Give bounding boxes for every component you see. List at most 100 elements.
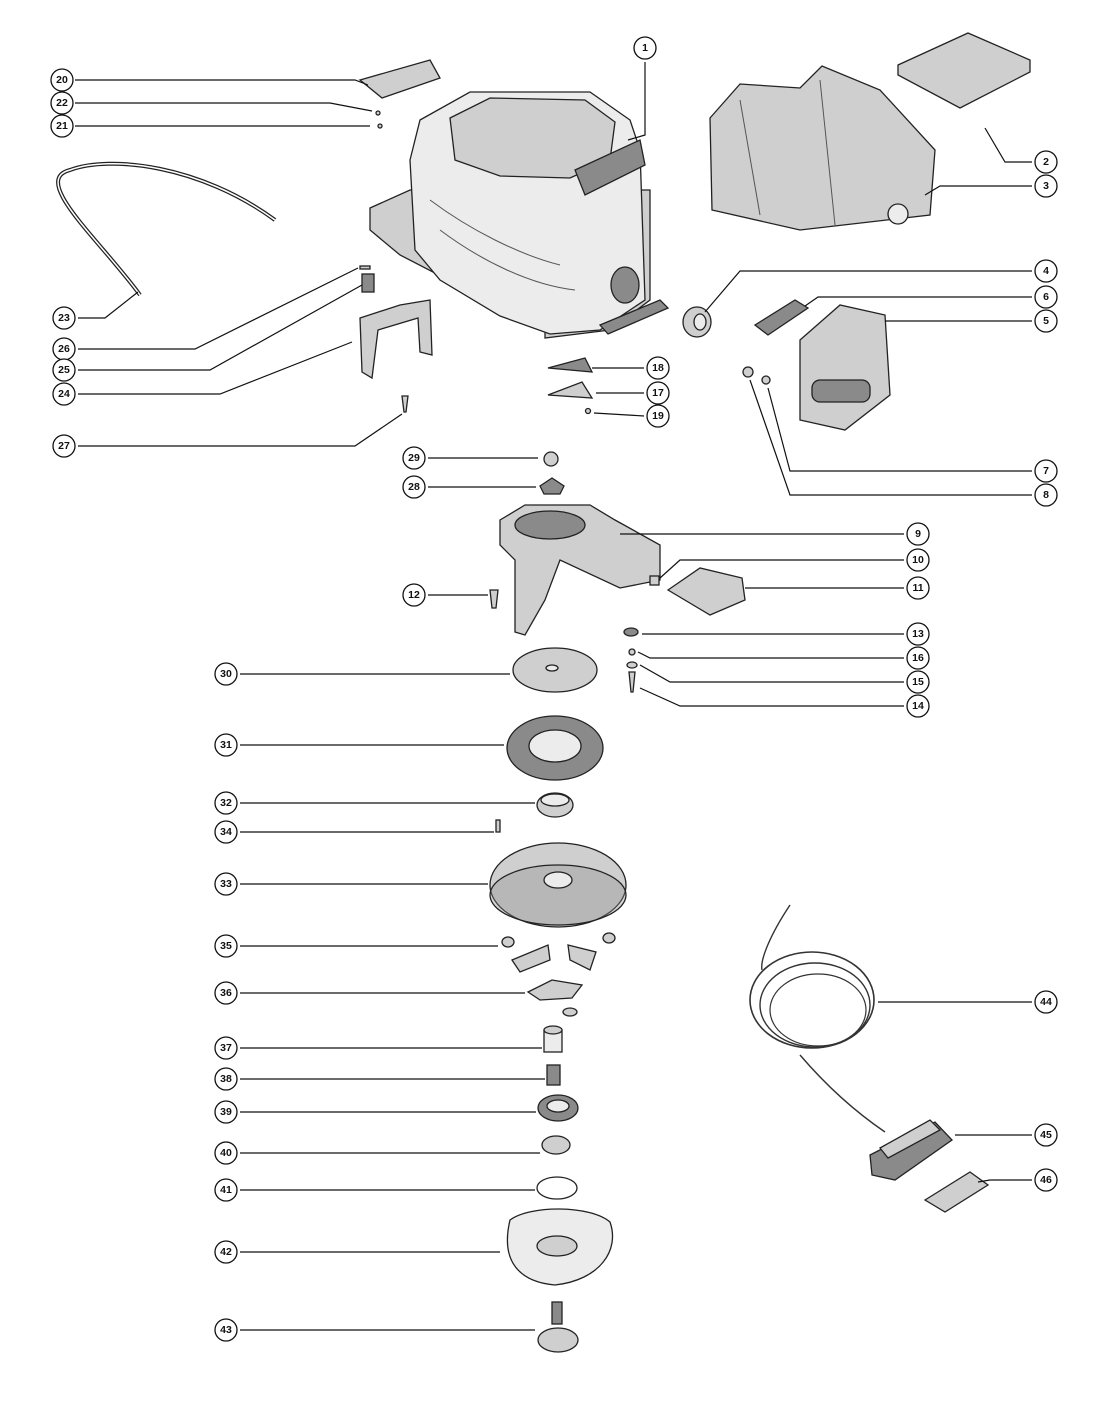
part-rope-handle [869, 1119, 953, 1181]
callout-40: 40 [214, 1141, 238, 1165]
svg-text:21: 21 [56, 120, 68, 132]
part-pin-21 [377, 123, 383, 129]
svg-text:11: 11 [912, 582, 923, 594]
part-starter-rope [749, 904, 886, 1133]
svg-text:37: 37 [220, 1042, 232, 1054]
part-pin-22 [375, 110, 381, 116]
part-pad-17 [547, 381, 594, 399]
svg-text:33: 33 [220, 878, 232, 890]
svg-text:2: 2 [1043, 156, 1049, 168]
svg-text:5: 5 [1043, 315, 1049, 327]
callout-7: 7 [1034, 459, 1058, 483]
part-top-panel [897, 32, 1031, 109]
part-disc-30 [512, 647, 598, 693]
svg-text:17: 17 [652, 387, 664, 399]
svg-text:46: 46 [1040, 1174, 1052, 1186]
part-front-cover [799, 304, 891, 431]
callout-42: 42 [214, 1240, 238, 1264]
callout-21: 21 [50, 114, 74, 138]
callout-19: 19 [646, 404, 670, 428]
callout-30: 30 [214, 662, 238, 686]
callout-3: 3 [1034, 174, 1058, 198]
svg-text:40: 40 [220, 1147, 232, 1159]
svg-text:27: 27 [58, 440, 70, 452]
callout-23: 23 [52, 306, 76, 330]
svg-text:28: 28 [408, 481, 420, 493]
callout-20: 20 [50, 68, 74, 92]
part-nut-8 [742, 366, 754, 378]
callout-32: 32 [214, 791, 238, 815]
part-screw-12 [489, 589, 499, 609]
callout-8: 8 [1034, 483, 1058, 507]
callout-15: 15 [906, 670, 930, 694]
part-washer-15 [626, 661, 638, 669]
part-bolt-14 [628, 671, 636, 693]
part-spring-38 [546, 1064, 561, 1086]
svg-text:44: 44 [1040, 996, 1052, 1008]
part-ring-39 [537, 1094, 579, 1122]
callout-31: 31 [214, 733, 238, 757]
callout-leader-lines [75, 62, 1032, 1331]
callout-41: 41 [214, 1178, 238, 1202]
part-handle-pad-11 [666, 567, 746, 616]
part-plate-36 [526, 979, 584, 1001]
svg-text:10: 10 [912, 554, 924, 566]
callout-14: 14 [906, 694, 930, 718]
part-handle-clip [358, 59, 441, 99]
callout-1: 1 [633, 36, 657, 60]
callout-27: 27 [52, 434, 76, 458]
callout-22: 22 [50, 91, 74, 115]
callout-11: 11 [906, 576, 930, 600]
svg-text:24: 24 [58, 388, 70, 400]
svg-text:34: 34 [220, 826, 232, 838]
svg-text:32: 32 [220, 797, 232, 809]
svg-text:1: 1 [642, 42, 648, 54]
part-side-panel [709, 65, 936, 231]
svg-text:25: 25 [58, 364, 70, 376]
callout-9: 9 [906, 522, 930, 546]
svg-text:4: 4 [1043, 265, 1049, 277]
part-spring-25 [361, 273, 375, 293]
part-rope-anchor [923, 1171, 990, 1213]
svg-text:43: 43 [220, 1324, 232, 1336]
svg-text:29: 29 [408, 452, 420, 464]
svg-text:15: 15 [912, 676, 924, 688]
part-pad-18 [547, 357, 594, 373]
callout-6: 6 [1034, 285, 1058, 309]
callout-4: 4 [1034, 259, 1058, 283]
callout-34: 34 [214, 820, 238, 844]
callout-35: 35 [214, 934, 238, 958]
part-starter-housing [499, 504, 661, 636]
part-lockwasher-28 [539, 477, 565, 495]
callout-37: 37 [214, 1036, 238, 1060]
svg-text:20: 20 [56, 74, 68, 86]
callout-44: 44 [1034, 990, 1058, 1014]
callout-25: 25 [52, 358, 76, 382]
svg-text:18: 18 [652, 362, 664, 374]
svg-text:6: 6 [1043, 291, 1049, 303]
part-pin-34 [495, 819, 501, 833]
callout-10: 10 [906, 548, 930, 572]
svg-text:26: 26 [58, 343, 70, 355]
part-clip-10 [649, 575, 660, 586]
callout-badges: 1 2 3 4 6 5 7 8 9 10 11 13 16 15 14 18 1… [50, 36, 1058, 1342]
callout-13: 13 [906, 622, 930, 646]
svg-text:31: 31 [220, 739, 232, 751]
callout-5: 5 [1034, 309, 1058, 333]
part-bushing-32 [536, 792, 574, 818]
callout-43: 43 [214, 1318, 238, 1342]
callout-16: 16 [906, 646, 930, 670]
svg-text:19: 19 [652, 410, 664, 422]
callout-17: 17 [646, 381, 670, 405]
svg-text:30: 30 [220, 668, 232, 680]
callout-36: 36 [214, 981, 238, 1005]
svg-text:14: 14 [912, 700, 924, 712]
svg-text:9: 9 [915, 528, 921, 540]
callout-39: 39 [214, 1100, 238, 1124]
part-seal-strip [753, 299, 810, 336]
callout-18: 18 [646, 356, 670, 380]
part-recoil-spring [506, 715, 604, 781]
part-nut-7 [761, 375, 771, 385]
part-seal-cord [56, 161, 277, 297]
svg-text:35: 35 [220, 940, 232, 952]
